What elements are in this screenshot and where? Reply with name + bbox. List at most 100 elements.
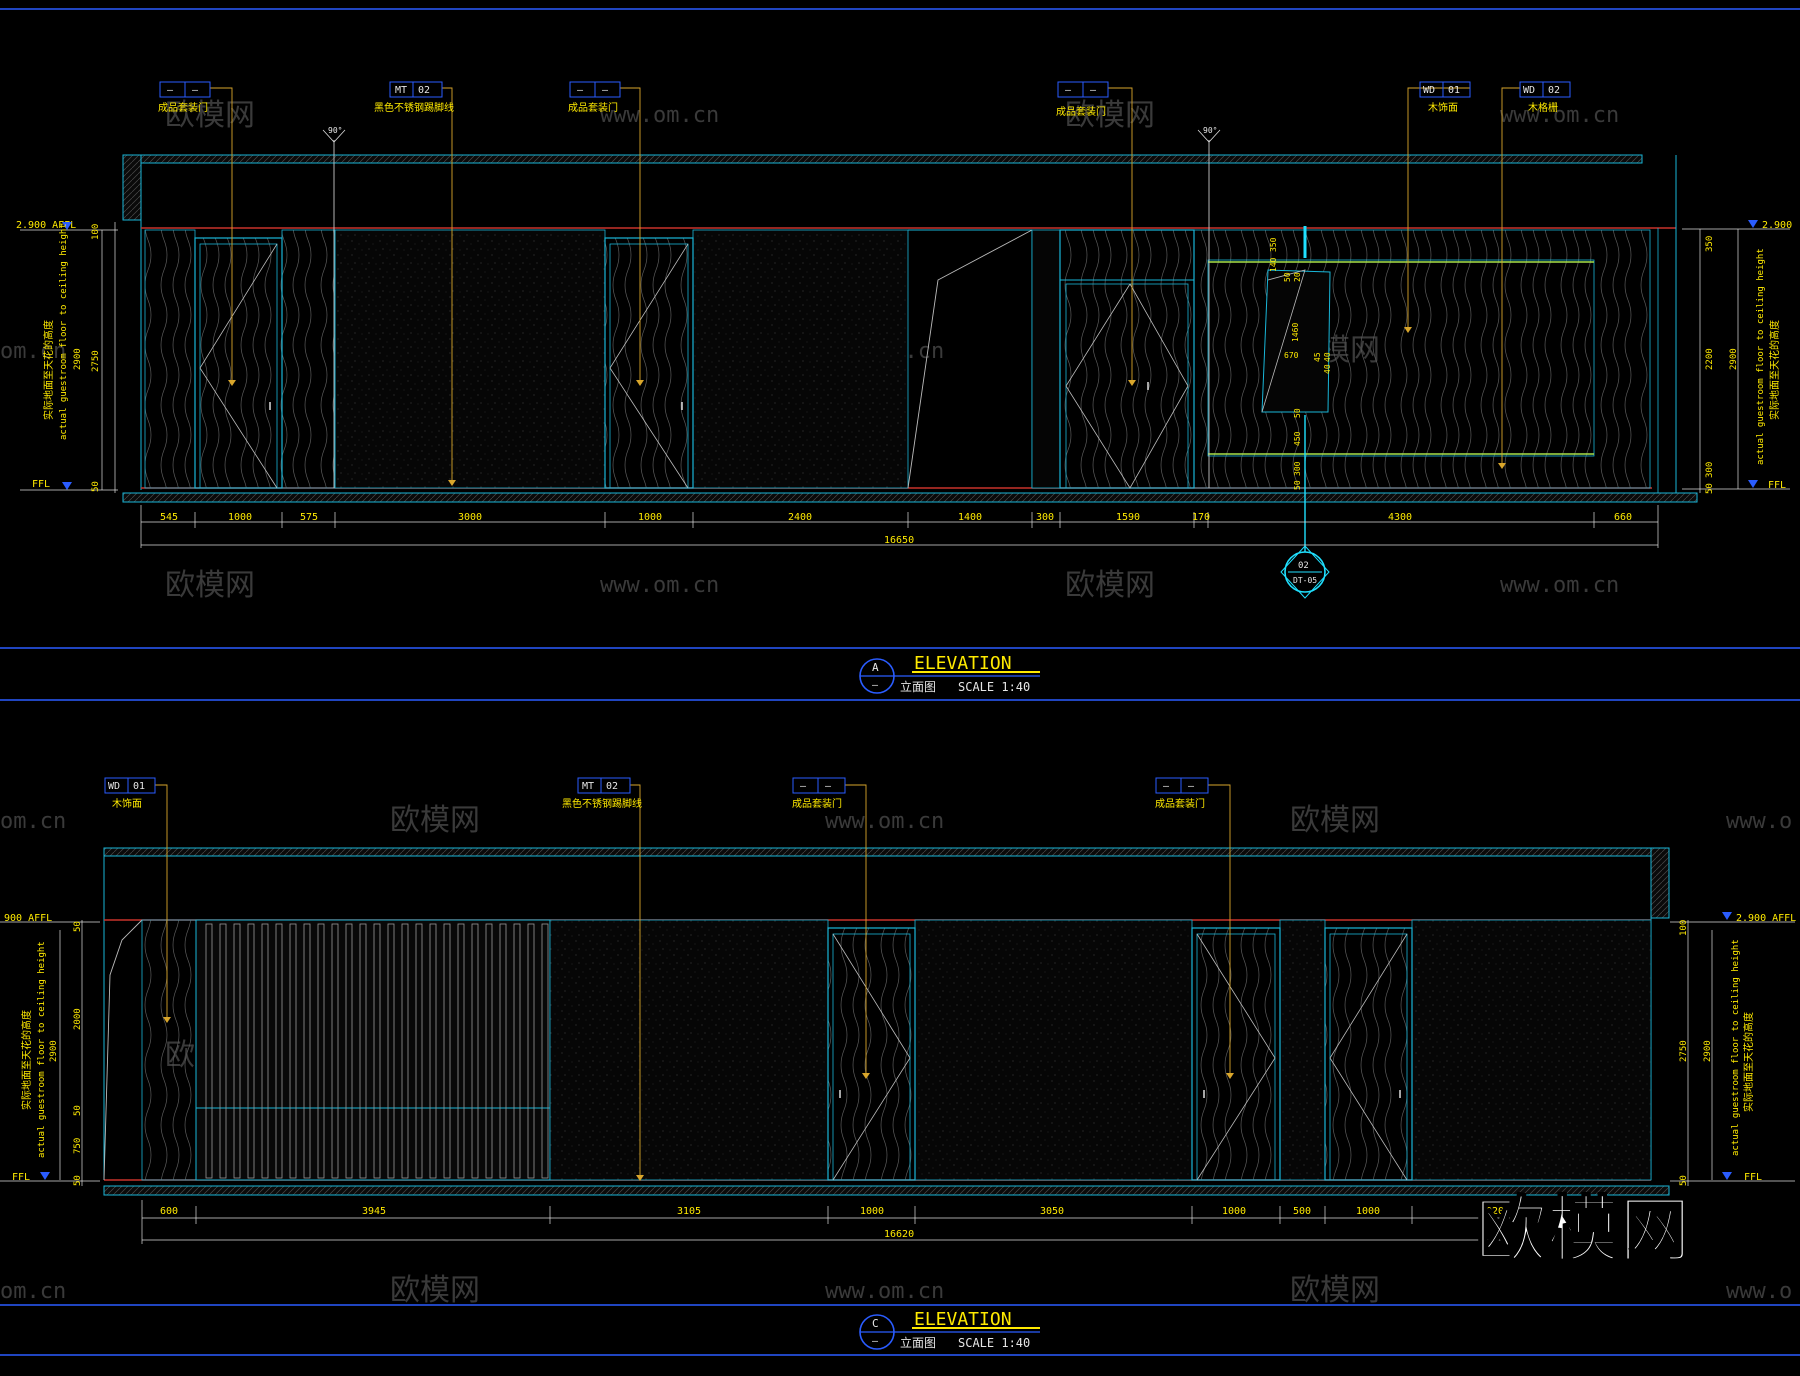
detail-ref-bottom: DT-05 — [1293, 576, 1317, 585]
title-block-c: C — ELEVATION 立面图 SCALE 1:40 — [859, 1309, 1040, 1350]
side-note-cn: 实际地面至天花的高度 — [42, 320, 55, 420]
watermark-url: www.om.cn — [600, 573, 719, 598]
watermark-url: www.om.cn — [825, 1279, 944, 1304]
elevation-scale: SCALE 1:40 — [958, 680, 1030, 694]
watermark-url: om.cn — [0, 339, 66, 364]
tag-code: — — [1090, 85, 1097, 96]
dim: 1020 — [1480, 1206, 1504, 1217]
dim: 1000 — [860, 1206, 884, 1217]
tag-label: 木饰面 — [112, 797, 142, 810]
side-note-en: actual guestroom floor to ceiling height — [1756, 248, 1766, 465]
tag-code: 02 — [1548, 85, 1560, 96]
dim: 600 — [160, 1206, 178, 1217]
grille-slat — [303, 923, 311, 1179]
dim: 660 — [1614, 512, 1632, 523]
dim: 2900 — [1729, 348, 1739, 370]
level-label: 900 AFFL — [4, 913, 52, 924]
watermark-cn: 欧模网 — [390, 803, 480, 838]
dim: 300 — [1293, 461, 1302, 476]
watermark-url: om.cn — [0, 1279, 66, 1304]
tag-label: 成品套装门 — [158, 101, 208, 114]
tag-label: 成品套装门 — [1155, 797, 1205, 810]
tag-label: 黑色不锈钢踢脚线 — [562, 797, 642, 810]
grille-slat — [233, 923, 241, 1179]
dim: 1590 — [1116, 512, 1140, 523]
dim: 3105 — [677, 1206, 701, 1217]
tag-code: — — [1065, 85, 1072, 96]
opening-a — [907, 229, 1061, 489]
watermark-url: www.o — [1726, 809, 1792, 834]
door-a3 — [1059, 229, 1195, 489]
view-mark: — — [872, 680, 879, 691]
grille-slat — [373, 923, 381, 1179]
tag-code: MT — [395, 85, 407, 96]
dim: 2000 — [73, 1008, 83, 1030]
left-dims-c: 900 AFFL FFL 50 2000 2900 50 750 50 实际地面… — [0, 913, 100, 1186]
dim: 4300 — [1388, 512, 1412, 523]
grille-slat — [429, 923, 437, 1179]
door-a2 — [604, 237, 694, 489]
dim: 575 — [300, 512, 318, 523]
left-wall-hatch — [122, 154, 142, 221]
grille-slat — [345, 923, 353, 1179]
side-note-en: actual guestroom floor to ceiling height — [1731, 939, 1741, 1156]
tag-code: MT — [582, 781, 594, 792]
dim: 3050 — [1040, 1206, 1064, 1217]
stone-panel — [692, 229, 909, 489]
dim: 500 — [1293, 1206, 1311, 1217]
ceiling-slab — [103, 847, 1670, 857]
right-dims-a: 2.900 FFL 350 2900 2200 300 50 actual gu… — [1682, 220, 1792, 494]
dim: 170 — [1192, 512, 1210, 523]
dim: 350 — [1269, 237, 1278, 252]
grille-slat — [387, 923, 395, 1179]
ffl-label: FFL — [12, 1172, 30, 1183]
total-dim: 16620 — [884, 1229, 914, 1240]
side-note-cn: 实际地面至天花的高度 — [20, 1010, 33, 1110]
elevation-subtitle: 立面图 — [900, 679, 936, 694]
elevation-title: ELEVATION — [914, 653, 1012, 674]
dim: 50 — [1705, 483, 1715, 494]
level-label: 2.900 — [1762, 220, 1792, 231]
material-tags-c: WD 01 木饰面 MT 02 黑色不锈钢踢脚线 — — 成品套装门 — — 成… — [104, 777, 1234, 1181]
door-c3 — [1324, 927, 1413, 1181]
watermark-cn: 欧模网 — [1290, 1273, 1380, 1308]
logo-watermark: 欧模网 — [1475, 1188, 1691, 1272]
material-tags-a: — — 成品套装门 MT 02 黑色不锈钢踢脚线 — — 成品套装门 — — 成… — [158, 81, 1571, 488]
tag-label: 成品套装门 — [1056, 105, 1106, 118]
grille-slat — [443, 923, 451, 1179]
dim: 300 — [1705, 462, 1715, 478]
left-dims-a: 2.900 AFFL FFL 100 2750 2900 50 实际地面至天花的… — [16, 220, 118, 493]
dim: 45 — [1313, 352, 1322, 362]
dim: 50 — [1679, 1175, 1689, 1186]
dim: 50 — [1283, 272, 1292, 282]
tag-label: 成品套装门 — [792, 797, 842, 810]
tag-code: — — [1188, 781, 1195, 792]
dim: 750 — [73, 1138, 83, 1154]
feature-wall-a — [1193, 226, 1651, 558]
door-a1 — [194, 237, 283, 489]
detail-ref-bubble: 02 DT-05 — [1280, 545, 1330, 599]
dim: 50 — [73, 1105, 83, 1116]
tag-label: 成品套装门 — [568, 101, 618, 114]
dim: 300 — [1036, 512, 1054, 523]
dim: 40 — [1323, 364, 1332, 374]
right-wall-hatch — [1650, 847, 1670, 919]
side-note-en: actual guestroom floor to ceiling height — [59, 223, 69, 440]
angle-mark: 90° — [1203, 126, 1217, 135]
dim: 1460 — [1291, 323, 1300, 342]
grille-slat — [205, 923, 213, 1179]
right-dims-c: 2.900 AFFL FFL 100 2750 2900 50 actual g… — [1670, 912, 1796, 1186]
dim: 1000 — [1222, 1206, 1246, 1217]
dim: 2750 — [1679, 1040, 1689, 1062]
watermark-cn: 欧模网 — [1065, 568, 1155, 603]
dim: 40 — [1323, 352, 1332, 362]
dim: 50 — [91, 481, 101, 492]
ffl-label: FFL — [32, 479, 50, 490]
grille-slat — [261, 923, 269, 1179]
dim: 350 — [1705, 236, 1715, 252]
dim: 100 — [91, 224, 101, 240]
tag-code: WD — [108, 781, 120, 792]
watermark-url: www.om.cn — [1500, 103, 1619, 128]
ceiling-slab — [122, 154, 1643, 164]
